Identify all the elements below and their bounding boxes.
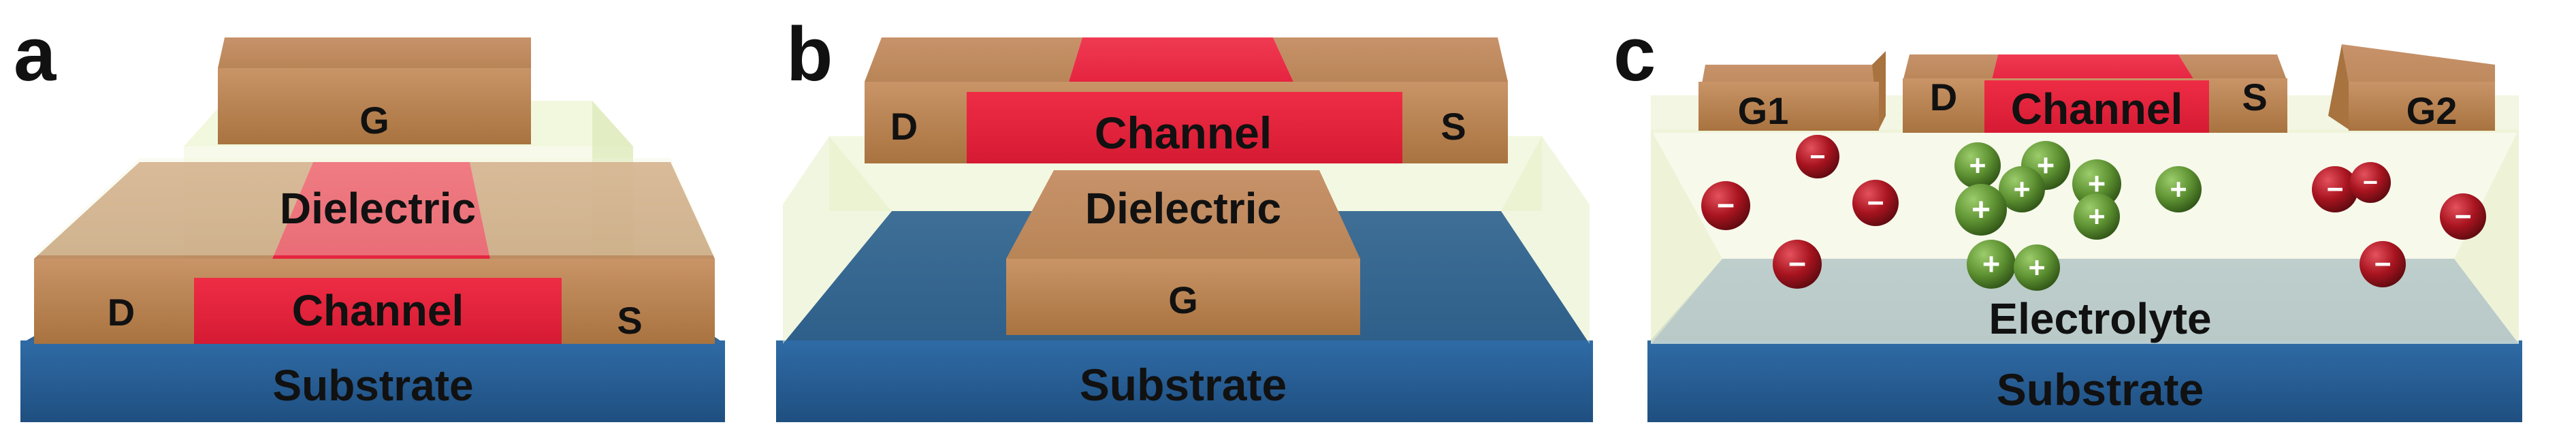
dielectric-left-face	[783, 136, 892, 344]
source-top-face	[470, 162, 715, 259]
positive-ion-sign: +	[1982, 246, 2000, 281]
electrolyte-left-face	[1651, 129, 1722, 344]
negative-ion	[1773, 240, 1822, 289]
source-drain-block	[34, 162, 715, 344]
source-top-face	[1273, 37, 1508, 82]
source-drain-block	[865, 37, 1508, 163]
positive-ion	[1967, 240, 2016, 289]
negative-ion	[1796, 135, 1839, 178]
channel-top-face	[1991, 54, 2195, 82]
dielectric-right-face	[1501, 136, 1590, 344]
negative-ion-sign: −	[2374, 248, 2391, 281]
positive-ion-sign: +	[2088, 200, 2105, 233]
ion-group: −−−−−−−−+++++++++	[1701, 135, 2486, 291]
source-top-face	[2178, 54, 2287, 82]
channel-label: Channel	[2011, 84, 2183, 133]
source-label: S	[2242, 76, 2267, 118]
gate2-electrode: G2	[2328, 44, 2495, 132]
drain-top-face	[34, 162, 313, 259]
panel-letter-c: c	[1613, 12, 1656, 97]
channel-front	[967, 92, 1402, 163]
negative-ion-sign: −	[1809, 142, 1825, 172]
panel-a: a G Dielectric D Chann	[14, 12, 725, 422]
substrate-label: Substrate	[272, 361, 473, 410]
positive-ion	[1999, 166, 2045, 212]
gate-top-face	[1006, 170, 1360, 259]
positive-ion	[2074, 193, 2120, 240]
positive-ion-sign: +	[2013, 173, 2030, 206]
gate1-front-face	[1698, 82, 1879, 131]
positive-ion-sign: +	[2028, 251, 2045, 284]
negative-ion-sign: −	[1717, 188, 1735, 223]
drain-label: D	[890, 105, 918, 148]
substrate-front	[1647, 340, 2522, 422]
drain-label: D	[1930, 76, 1957, 118]
positive-ion	[2014, 244, 2060, 291]
positive-ion	[1954, 142, 2001, 189]
positive-ion-sign: +	[2170, 173, 2187, 206]
negative-ion-sign: −	[1867, 187, 1884, 219]
negative-ion	[2360, 241, 2406, 287]
gate-label: G	[1168, 278, 1198, 321]
gate-front-face	[218, 68, 531, 144]
negative-ion-sign: −	[2454, 200, 2471, 233]
gate2-front-face	[2349, 82, 2495, 131]
channel-label: Channel	[1095, 108, 1272, 158]
positive-ion	[2072, 159, 2121, 208]
negative-ion-sign: −	[1788, 246, 1806, 281]
gate2-side-face	[2328, 44, 2349, 129]
channel-top-face	[1069, 37, 1293, 82]
substrate-front	[776, 340, 1593, 422]
gate1-label: G1	[1738, 89, 1789, 132]
dielectric-label: Dielectric	[280, 184, 476, 233]
electrolyte-label: Electrolyte	[1989, 294, 2211, 343]
substrate-label: Substrate	[1997, 364, 2204, 415]
positive-ion	[2155, 166, 2202, 212]
gate-top-face	[218, 37, 531, 68]
positive-ion-sign: +	[1971, 192, 1991, 228]
gate-electrode: G	[1006, 170, 1360, 335]
gate-label: G	[359, 99, 389, 142]
channel-label: Channel	[292, 286, 464, 335]
electrolyte-right-face	[2454, 129, 2519, 344]
source-drain-block: D Channel S	[1903, 54, 2287, 133]
negative-ion	[1701, 181, 1750, 230]
dielectric-overlay	[34, 158, 715, 255]
negative-ion-sign: −	[2363, 169, 2378, 197]
positive-ion-sign: +	[1969, 149, 1986, 182]
panel-c: c G1 D Channel S	[1613, 12, 2522, 422]
channel-top-face	[272, 162, 490, 259]
source-label: S	[617, 299, 642, 342]
drain-top-face	[865, 37, 1082, 82]
panel-b: b G Dielectric D Channel S	[776, 12, 1593, 422]
source-label: S	[1440, 105, 1466, 148]
channel-front	[1984, 80, 2209, 133]
gate-electrode: G	[218, 37, 531, 144]
channel-front	[194, 278, 562, 344]
drain-label: D	[108, 291, 135, 334]
panel-letter-a: a	[14, 12, 57, 97]
negative-ion	[2350, 162, 2391, 203]
negative-ion	[2440, 193, 2486, 240]
negative-ion-sign: −	[2326, 173, 2343, 206]
drain-top-face	[1903, 54, 1998, 82]
dielectric-label: Dielectric	[1085, 184, 1281, 233]
substrate-front	[20, 340, 725, 422]
negative-ion	[2312, 166, 2358, 212]
gate1-electrode: G1	[1698, 51, 1886, 132]
negative-ion	[1852, 180, 1899, 226]
gate-front-face	[1006, 259, 1360, 335]
panel-letter-b: b	[786, 12, 833, 97]
substrate-label: Substrate	[1080, 360, 1287, 410]
positive-ion	[1955, 184, 2007, 236]
gate2-label: G2	[2406, 89, 2458, 132]
